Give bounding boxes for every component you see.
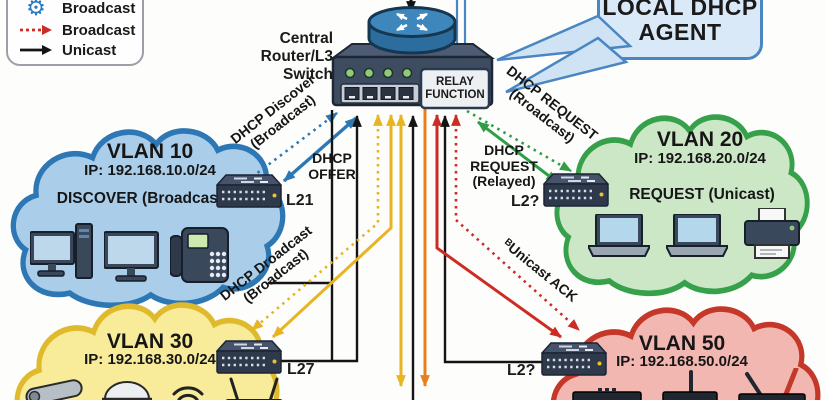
dhcp-offer-label: DHCP OFFER bbox=[308, 150, 356, 182]
laptop-icon bbox=[666, 214, 728, 257]
vlan50-ip: IP: 192.168.50.0/24 bbox=[616, 353, 748, 370]
callout-line2: AGENT bbox=[638, 19, 722, 45]
projector-icon bbox=[25, 379, 83, 400]
vlan10-message: DISCOVER (Broadcast) bbox=[56, 190, 229, 207]
gear-icon bbox=[18, 0, 54, 18]
led-icon bbox=[401, 67, 413, 79]
callout-tail bbox=[496, 14, 633, 94]
dashed-arrow-icon bbox=[18, 24, 54, 36]
dhcp-request-relayed-label: DHCP REQUEST (Relayed) bbox=[470, 142, 538, 190]
dhcp-request-solid-arrow bbox=[477, 120, 558, 184]
legend-row-unicast: Unicast bbox=[18, 40, 136, 60]
vlan30-name: VLAN 30 bbox=[106, 330, 194, 353]
router-icon bbox=[367, 6, 457, 55]
vlan10-switch-label: L21 bbox=[286, 192, 314, 209]
vlan10-ip: IP: 192.168.10.0/24 bbox=[84, 162, 216, 179]
led-icon bbox=[344, 67, 356, 79]
vlan30-devices bbox=[24, 376, 284, 400]
vlan30-switch-icon bbox=[216, 340, 282, 376]
laptop-icon bbox=[588, 214, 650, 257]
vlan20-switch-icon bbox=[543, 173, 609, 209]
ethernet-ports-icon bbox=[344, 87, 414, 100]
wifi-icon bbox=[172, 386, 204, 400]
relay-function-label: RELAY FUNCTION bbox=[425, 76, 485, 101]
led-icon bbox=[382, 67, 394, 79]
antenna-router-icon bbox=[225, 377, 283, 400]
antenna-ap-icon bbox=[662, 370, 718, 400]
vlan30-ip: IP: 192.168.30.0/24 bbox=[84, 351, 216, 368]
desktop-pc-icon bbox=[30, 223, 93, 279]
solid-arrow-icon bbox=[18, 44, 54, 56]
vlan30-switch-label: L27 bbox=[287, 361, 315, 378]
dual-antenna-router-icon bbox=[738, 368, 806, 400]
vlan10-name: VLAN 10 bbox=[106, 140, 194, 163]
legend-row-broadcast-dashed: Broadcast bbox=[18, 20, 136, 40]
vlan20-name: VLAN 20 bbox=[656, 128, 744, 151]
local-dhcp-agent-callout: LOCAL DHCP AGENT bbox=[597, 0, 763, 60]
relay-function-box bbox=[419, 67, 491, 110]
vlan50-devices bbox=[572, 368, 808, 400]
monitor-icon bbox=[104, 231, 159, 282]
vlan10-devices bbox=[30, 222, 230, 286]
dhcp-broadcast-solid-arrow bbox=[271, 113, 396, 339]
dome-ap-icon bbox=[102, 381, 152, 400]
central-router-title: Central Router/L3 Switch bbox=[260, 30, 333, 83]
unicast-ack-dotted-arrow bbox=[451, 113, 580, 331]
access-point-icon bbox=[572, 388, 642, 400]
vlan20-switch-label: L2? bbox=[511, 193, 540, 210]
vlan20-message: REQUEST (Unicast) bbox=[629, 186, 775, 203]
vlan50-switch-label: L2? bbox=[507, 362, 536, 379]
vlan20-devices bbox=[588, 208, 802, 262]
printer-icon bbox=[744, 208, 800, 259]
central-switch bbox=[329, 43, 496, 107]
vlan20-ip: IP: 192.168.20.0/24 bbox=[634, 150, 766, 167]
desk-phone-icon bbox=[170, 227, 229, 283]
vlan10-switch-icon bbox=[216, 174, 282, 210]
legend-row-broadcast-gear: Broadcast bbox=[18, 0, 136, 18]
legend: Broadcast Broadcast Unicast bbox=[6, 0, 144, 66]
led-icon bbox=[363, 67, 375, 79]
callout-line1: LOCAL DHCP bbox=[602, 0, 758, 20]
vlan50-name: VLAN 50 bbox=[638, 332, 726, 355]
